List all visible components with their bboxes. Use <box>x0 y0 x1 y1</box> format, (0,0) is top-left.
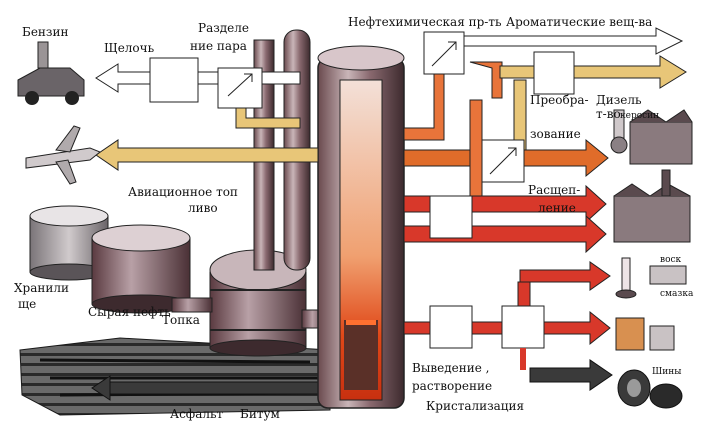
label-syraya: Сырая нефть <box>88 305 171 319</box>
label-neftekhim: Нефтехимическая пр-ть <box>348 15 502 29</box>
petrochem-diagonal-icon <box>431 41 457 67</box>
vapour-separation-box <box>217 67 263 109</box>
crude-oil-tank-icon <box>91 224 191 314</box>
aromatics-unit-box <box>533 51 575 95</box>
refinery-column-icon <box>317 45 405 409</box>
label-kristal: Кристализация <box>426 399 524 413</box>
label-benzin: Бензин <box>22 25 68 39</box>
label-razdelenie-1: Разделе <box>198 21 249 35</box>
label-khran-1: Хранили <box>14 281 69 295</box>
label-vosk: воск <box>660 255 682 265</box>
label-preobraz-3: зование <box>530 127 581 141</box>
factory-icon <box>613 109 693 243</box>
label-razdelenie-2: ние пара <box>190 39 247 53</box>
label-avia-2: ливо <box>188 201 218 215</box>
label-shiny: Шины <box>652 367 681 377</box>
label-aromat: Ароматические вещ-ва <box>506 15 652 29</box>
label-topka: Топка <box>162 313 200 327</box>
oil-can-icon <box>615 317 675 351</box>
label-kerosin: керосин <box>620 111 659 121</box>
separation-diagonal-icon <box>227 73 253 97</box>
bitum-flow-arrow <box>91 375 331 401</box>
label-preobraz-2: т-во <box>596 107 621 121</box>
car-icon <box>17 41 85 105</box>
label-preobraz-1: Преобра- <box>530 93 589 107</box>
conversion-diagonal-icon <box>489 147 517 175</box>
tires-icon <box>617 369 683 409</box>
label-vyvedenie-1: Выведение , <box>412 361 489 375</box>
alkali-unit-box <box>149 57 199 103</box>
airplane-icon <box>25 125 101 185</box>
label-rasshch-2: ление <box>538 201 576 215</box>
lamp-icon <box>610 109 628 154</box>
label-dizel: Дизель <box>596 93 642 107</box>
label-khran-2: ще <box>18 297 36 311</box>
crystallization-unit-box <box>501 305 545 349</box>
cracking-unit-box <box>429 195 473 239</box>
petrochem-unit-box <box>423 31 465 75</box>
shiny-flow-arrow <box>529 359 613 391</box>
label-smazka: смазка <box>660 289 694 299</box>
wax-block-icon <box>649 265 687 285</box>
label-avia-1: Авиационное топ <box>128 185 238 199</box>
extraction-unit-box <box>429 305 473 349</box>
crystallization-outlet <box>520 348 526 370</box>
candle-icon <box>615 257 637 299</box>
label-asfalt: Асфальт <box>170 407 224 421</box>
label-vyvedenie-2: растворение <box>412 379 492 393</box>
label-bitum: Битум <box>240 407 280 421</box>
label-shcheloch: Щелочь <box>104 41 155 55</box>
label-rasshch-1: Расщеп- <box>528 183 580 197</box>
